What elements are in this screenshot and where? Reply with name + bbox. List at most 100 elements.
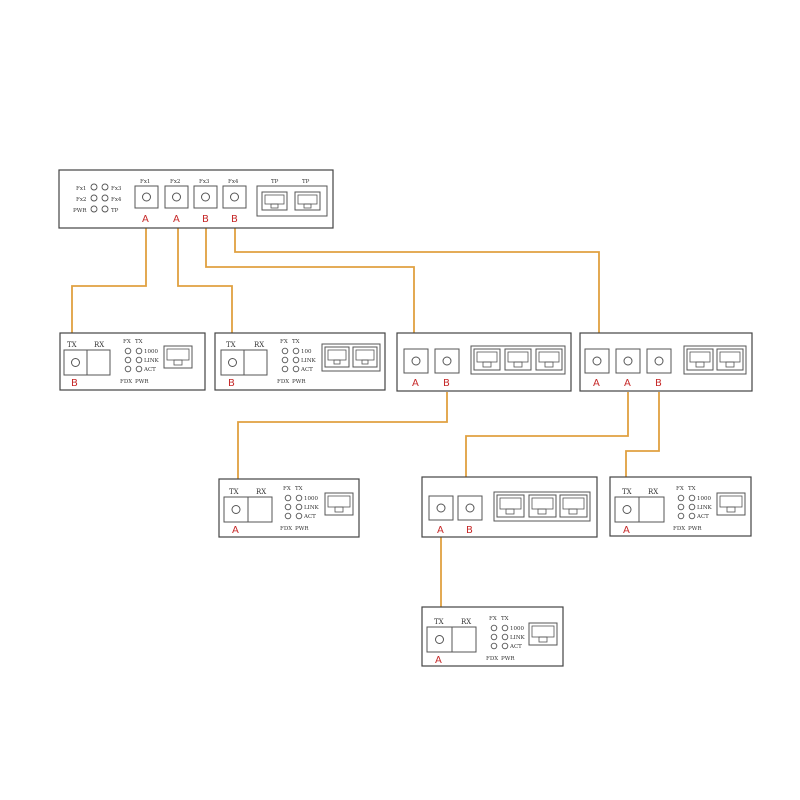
switch-2-fiber-port-3[interactable]	[646, 348, 672, 374]
switch-1-fiber-port-b[interactable]	[434, 348, 460, 374]
converter-4-speed-label: 1000	[697, 496, 711, 502]
led-label-tp: TP	[111, 208, 119, 214]
port-letter-fx4: B	[231, 214, 238, 225]
converter-4-led-link-a	[677, 503, 685, 511]
converter-5-led-fx	[490, 624, 498, 632]
fiber-switch-1: A B	[396, 332, 572, 392]
switch-3-rj45-port-2[interactable]	[528, 494, 557, 518]
switch-2-fiber-port-2[interactable]	[615, 348, 641, 374]
fiber-link-fx3-switch-1	[205, 228, 415, 333]
switch-2-fiber-port-3-socket	[654, 356, 664, 366]
converter-3-led-act-a	[284, 512, 292, 520]
port-label-fx4: Fx4	[228, 179, 239, 185]
converter-5-led-tx-label: TX	[501, 616, 509, 622]
led-fx2-indicator	[90, 194, 98, 202]
switch-1-fiber-port-a-socket	[411, 356, 421, 366]
converter-3-rx-label: RX	[256, 488, 266, 496]
switch-1-fiber-port-a[interactable]	[403, 348, 429, 374]
converter-3-tx-socket	[231, 505, 241, 514]
converter-2-link-label: LINK	[301, 358, 317, 364]
fiber-link-switch-2-converter-4	[625, 392, 660, 477]
converter-2-speed-label: 100	[301, 349, 312, 355]
converter-5-led-act-a	[490, 642, 498, 650]
led-label-fx4: Fx4	[111, 197, 122, 203]
switch-3-rj45-port-1[interactable]	[496, 494, 525, 518]
tp-port-label-2: TP	[302, 179, 310, 185]
switch-1-rj45-port-2[interactable]	[504, 348, 532, 371]
converter-1-letter: B	[71, 378, 78, 389]
converter-5-pwr-label: PWR	[501, 656, 515, 662]
switch-3-fiber-port-a[interactable]	[428, 495, 454, 521]
switch-2-rj45-port-1[interactable]	[686, 348, 714, 371]
converter-2-rj45-port-2[interactable]	[352, 346, 378, 368]
converter-2-rj45-port-1[interactable]	[324, 346, 350, 368]
fiber-link-fx2-converter-2	[177, 228, 233, 333]
media-converter-5: TX RX A FX TX 1000 LINK ACT FDX PWR	[421, 606, 564, 667]
led-label-fx2: Fx2	[76, 197, 86, 203]
converter-2-led-link-a	[281, 356, 289, 364]
converter-3-tx-label: TX	[229, 488, 239, 496]
fiber-link-fx1-converter-1	[71, 228, 147, 333]
switch-1-letter-b: B	[443, 378, 450, 389]
converter-4-rx-label: RX	[648, 488, 658, 496]
converter-1-rj45-port[interactable]	[163, 345, 193, 369]
switch-1-fiber-port-b-socket	[442, 356, 452, 366]
port-fx4[interactable]	[222, 185, 247, 209]
rj45-port-tp-1[interactable]	[261, 191, 288, 211]
fiber-link-switch-2-switch-3	[465, 392, 629, 477]
fiber-link-fx4-switch-2	[234, 228, 600, 333]
switch-3-fiber-port-b-socket	[465, 503, 475, 513]
port-fx1-socket	[142, 192, 151, 202]
led-fx1-indicator	[90, 183, 98, 191]
media-converter-1: TX RX B FX TX 1000 LINK ACT FDX PWR	[59, 332, 206, 391]
converter-1-speed-label: 1000	[144, 349, 158, 355]
converter-5-act-label: ACT	[509, 644, 522, 650]
switch-2-letter-1: A	[593, 378, 600, 389]
port-fx3[interactable]	[193, 185, 218, 209]
converter-1-link-label: LINK	[144, 358, 160, 364]
switch-1-rj45-port-1[interactable]	[473, 348, 501, 371]
media-converter-4: TX RX A FX TX 1000 LINK ACT FDX PWR	[609, 476, 752, 537]
converter-5-tx-socket	[435, 635, 444, 644]
switch-3-fiber-port-b[interactable]	[457, 495, 483, 521]
switch-3-rj45-port-3[interactable]	[559, 494, 588, 518]
led-fx3-indicator	[101, 183, 109, 191]
converter-2-letter: B	[228, 378, 235, 389]
converter-5-rj45-port[interactable]	[528, 622, 558, 646]
converter-3-pwr-label: PWR	[295, 526, 309, 532]
converter-3-letter: A	[232, 525, 239, 536]
led-fx4-indicator	[101, 194, 109, 202]
port-fx2[interactable]	[164, 185, 189, 209]
switch-1-rj45-port-3[interactable]	[535, 348, 563, 371]
converter-5-led-1000	[501, 624, 509, 632]
led-pwr-indicator	[90, 205, 98, 213]
converter-3-fdx-label: FDX	[280, 526, 292, 532]
converter-3-led-link	[295, 503, 303, 511]
switch-2-rj45-port-2[interactable]	[716, 348, 744, 371]
converter-3-rj45-port[interactable]	[324, 492, 354, 516]
converter-5-letter: A	[435, 655, 442, 666]
converter-5-led-link-a	[490, 633, 498, 641]
media-converter-2: TX RX B FX TX 100 LINK ACT FDX PWR	[214, 332, 386, 391]
converter-2-rx-label: RX	[254, 341, 264, 349]
converter-3-act-label: ACT	[303, 514, 316, 520]
switch-2-letter-2: A	[624, 378, 631, 389]
switch-2-fiber-port-1[interactable]	[584, 348, 610, 374]
converter-2-act-label: ACT	[300, 367, 313, 373]
converter-2-led-100	[292, 347, 300, 355]
converter-1-tx-label: TX	[67, 341, 77, 349]
converter-4-rj45-port[interactable]	[716, 492, 746, 516]
converter-3-link-label: LINK	[304, 505, 320, 511]
converter-4-tx-label: TX	[622, 488, 632, 496]
rj45-port-tp-2[interactable]	[294, 191, 321, 211]
port-letter-fx3: B	[202, 214, 209, 225]
converter-5-fx-label: FX	[489, 616, 497, 622]
port-fx1[interactable]	[134, 185, 159, 209]
converter-1-led-act-a	[124, 365, 132, 373]
converter-1-led-act	[135, 365, 143, 373]
converter-1-fx-label: FX	[123, 339, 131, 345]
port-label-fx1: Fx1	[140, 179, 150, 185]
main-fiber-switch: Fx1 Fx3 Fx2 Fx4 PWR TP Fx1 A Fx2 A Fx3 B…	[58, 169, 334, 229]
converter-1-rx-label: RX	[94, 341, 104, 349]
